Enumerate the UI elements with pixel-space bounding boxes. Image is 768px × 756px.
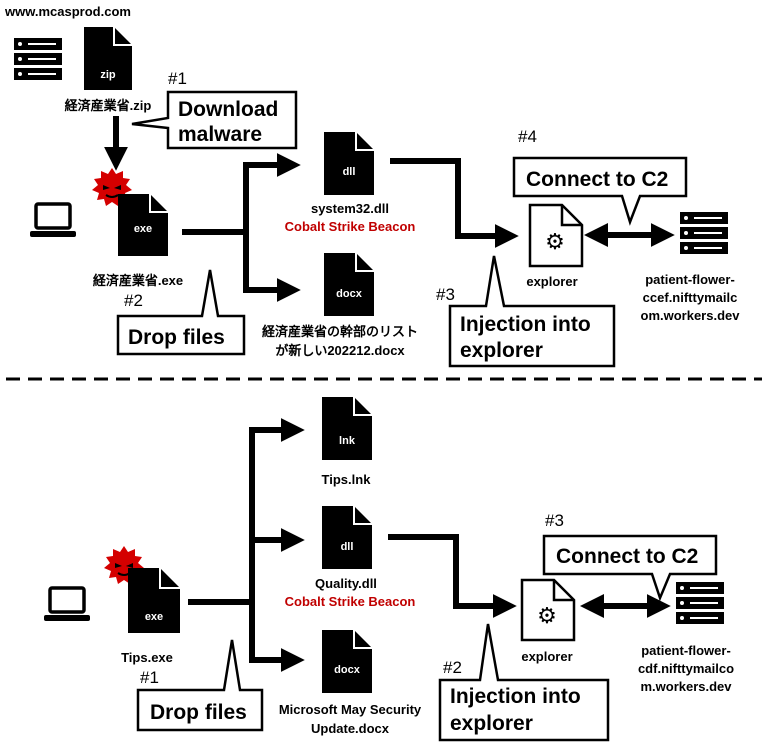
docx-file-name-1: 経済産業省の幹部のリスト: [262, 324, 418, 339]
bottom-gear-icon: ⚙: [537, 604, 557, 629]
drop-files-callout: Drop files: [116, 269, 246, 356]
docx-file-name-2: が新しい202212.docx: [275, 343, 405, 358]
bottom-explorer-name: explorer: [521, 649, 572, 664]
top-step-4: #4: [518, 127, 537, 146]
bottom-exe-file-name: Tips.exe: [121, 650, 173, 665]
bottom-laptop-icon: [42, 586, 92, 623]
c2-server-icon: [680, 212, 728, 254]
top-step-3: #3: [436, 285, 455, 304]
gear-icon: ⚙: [545, 230, 565, 255]
zip-file-name: 経済産業省.zip: [65, 98, 152, 113]
lnk-file-icon: [322, 397, 372, 460]
zip-ext: zip: [100, 69, 116, 81]
dll-file-name: system32.dll: [311, 201, 389, 216]
c2-server-name-2: ccef.nifttymailc: [643, 290, 738, 305]
exe-file-name: 経済産業省.exe: [93, 273, 183, 288]
dll-ext: dll: [343, 166, 356, 178]
injection-label-2: explorer: [460, 339, 543, 362]
bottom-dll-file-icon: [322, 506, 372, 569]
injection-callout: Injection into explorer: [448, 255, 616, 368]
bottom-drop-files-callout: Drop files: [136, 639, 264, 732]
connect-c2-callout: Connect to C2: [512, 156, 688, 226]
drop-arrows: [182, 153, 301, 302]
bottom-drop-arrows: [188, 418, 305, 672]
download-label-2: malware: [178, 123, 262, 146]
bottom-docx-file-icon: [322, 630, 372, 693]
bottom-c2-server-name-3: m.workers.dev: [640, 679, 732, 694]
top-step-2: #2: [124, 291, 143, 310]
bottom-drop-files-label: Drop files: [150, 701, 247, 724]
exe-ext: exe: [134, 223, 152, 235]
zip-file-icon: [84, 27, 132, 90]
download-malware-callout: Download malware: [131, 90, 298, 150]
download-label-1: Download: [178, 98, 278, 121]
bottom-docx-file-name-2: Update.docx: [311, 721, 390, 736]
bottom-injection-arrow: [388, 534, 517, 618]
bottom-docx-ext: docx: [334, 664, 361, 676]
drop-files-label: Drop files: [128, 326, 225, 349]
dll-file-icon: [324, 132, 374, 195]
explorer-name: explorer: [526, 274, 577, 289]
lnk-file-name: Tips.lnk: [322, 472, 372, 487]
bottom-exe-file-icon: [128, 568, 180, 633]
bottom-c2-server-name-2: cdf.nifttymailco: [638, 661, 734, 676]
exe-file-icon: [118, 194, 168, 256]
bottom-step-2: #2: [443, 658, 462, 677]
bottom-exe-ext: exe: [145, 611, 163, 623]
bottom-dll-file-name: Quality.dll: [315, 576, 377, 591]
bottom-injection-callout: Injection into explorer: [438, 623, 610, 742]
bottom-c2-label: Connect to C2: [556, 545, 698, 568]
bottom-connect-c2-callout: Connect to C2: [542, 534, 718, 602]
server-icon: [14, 38, 62, 80]
laptop-icon: [28, 202, 78, 239]
site-url: www.mcasprod.com: [4, 4, 131, 19]
dll-description: Cobalt Strike Beacon: [285, 219, 416, 234]
top-step-1: #1: [168, 69, 187, 88]
bottom-c2-server-icon: [676, 582, 724, 624]
c2-server-name-3: om.workers.dev: [641, 308, 741, 323]
bottom-step-1: #1: [140, 668, 159, 687]
explorer-file-icon: [528, 203, 584, 268]
bottom-step-3: #3: [545, 511, 564, 530]
bottom-injection-label-2: explorer: [450, 712, 533, 735]
bottom-c2-server-name-1: patient-flower-: [641, 643, 731, 658]
bottom-explorer-file-icon: [520, 578, 576, 642]
bottom-dll-ext: dll: [341, 541, 354, 553]
docx-file-icon: [324, 253, 374, 316]
lnk-ext: lnk: [339, 435, 356, 447]
bottom-docx-file-name-1: Microsoft May Security: [279, 702, 422, 717]
bottom-dll-description: Cobalt Strike Beacon: [285, 594, 416, 609]
injection-label-1: Injection into: [460, 313, 591, 336]
c2-server-name-1: patient-flower-: [645, 272, 735, 287]
c2-label: Connect to C2: [526, 168, 668, 191]
bottom-injection-label-1: Injection into: [450, 685, 581, 708]
docx-ext: docx: [336, 288, 363, 300]
injection-arrow: [390, 158, 519, 248]
